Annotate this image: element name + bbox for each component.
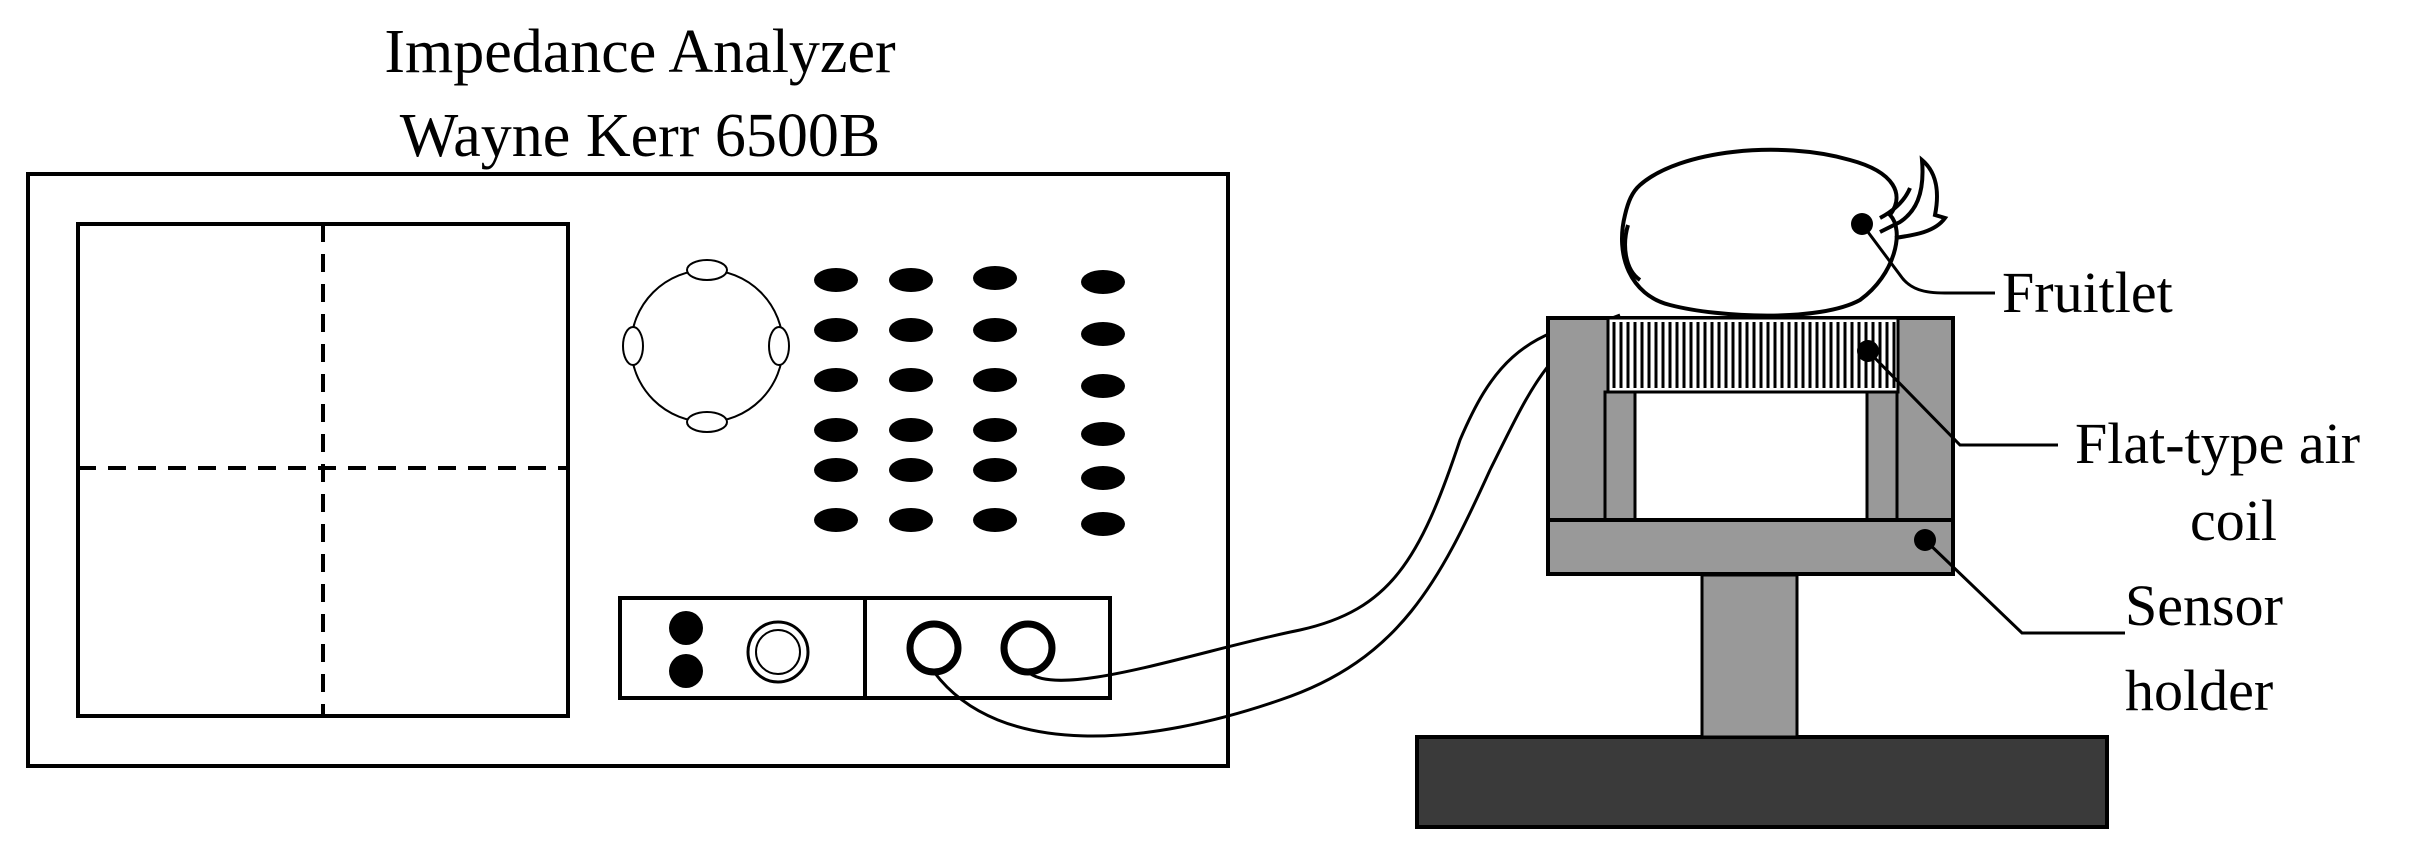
dial-control[interactable] xyxy=(622,259,790,433)
coil-label-line2: coil xyxy=(2190,488,2277,553)
holder-stand xyxy=(1700,573,1799,739)
callout-coil: Flat-type air coil xyxy=(1857,340,2360,553)
callout-holder: Sensor holder xyxy=(1914,529,2283,723)
flat-air-coil xyxy=(1606,316,1900,394)
terminal-panel xyxy=(863,596,1112,700)
lower-control-panel xyxy=(618,596,867,700)
coil-label-line1: Flat-type air xyxy=(2075,411,2360,476)
fruitlet-label: Fruitlet xyxy=(2002,260,2173,325)
terminal-2[interactable] xyxy=(1000,620,1056,676)
analyzer-screen xyxy=(76,222,570,718)
holder-label-line2: holder xyxy=(2125,658,2273,723)
holder-label-line1: Sensor xyxy=(2125,573,2283,638)
base-plate xyxy=(1415,735,2109,829)
analyzer-title-line1: Impedance Analyzer xyxy=(384,18,896,86)
callout-fruitlet: Fruitlet xyxy=(1851,213,2173,325)
terminal-1[interactable] xyxy=(906,620,962,676)
analyzer-body xyxy=(26,172,1230,768)
keypad-buttons[interactable] xyxy=(814,266,1125,536)
cables xyxy=(932,313,1621,738)
analyzer-title-line2: Wayne Kerr 6500B xyxy=(400,102,881,170)
fruitlet-drawing xyxy=(1620,147,1949,318)
